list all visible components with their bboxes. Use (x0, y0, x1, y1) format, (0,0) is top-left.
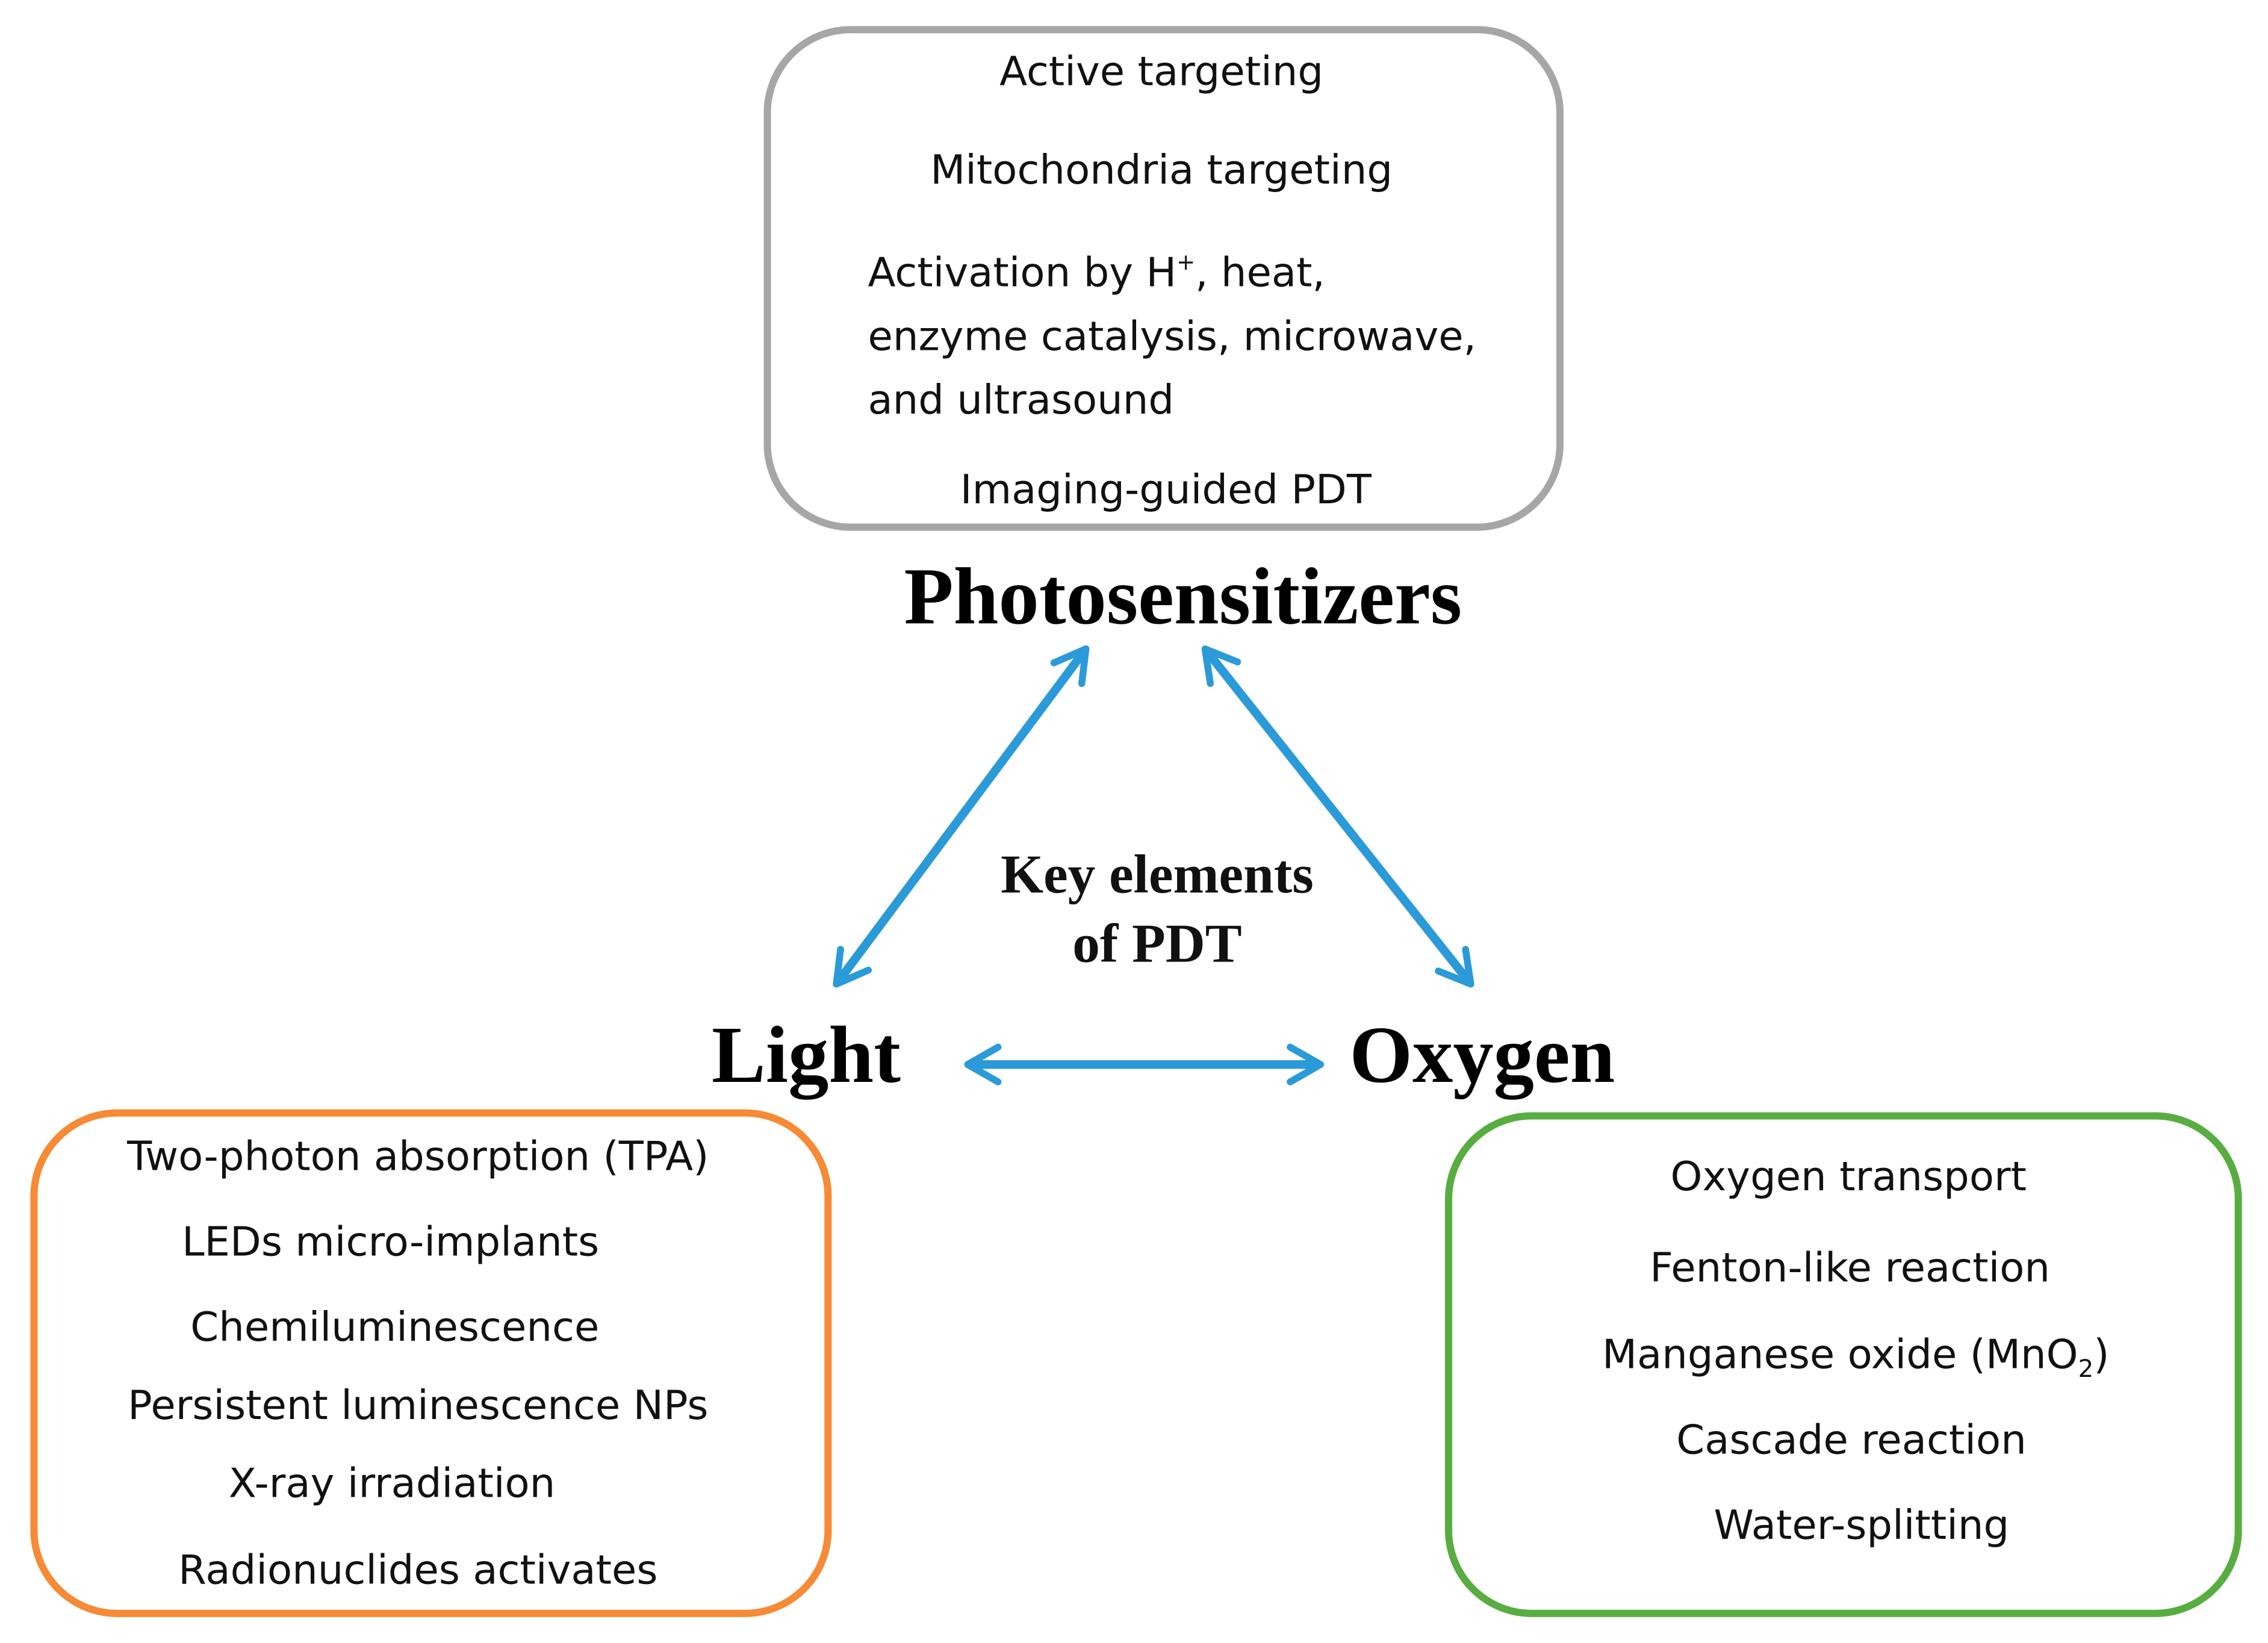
ps-activation-line3: and ultrasound (868, 376, 1175, 424)
light-item-xray: X-ray irradiation (228, 1459, 556, 1508)
oxygen-mno2-sub: 2 (2078, 1353, 2094, 1383)
oxygen-item-water-splitting: Water-splitting (1713, 1501, 2010, 1549)
oxygen-item-cascade: Cascade reaction (1676, 1415, 2027, 1464)
arrow-photosensitizers-oxygen (1201, 645, 1474, 988)
ps-activation-prefix: Activation by H (868, 249, 1177, 297)
ps-activation-line1-rest: , heat, (1195, 249, 1325, 297)
oxygen-mno2-text: Manganese oxide (MnO (1602, 1331, 2078, 1379)
light-item-tpa: Two-photon absorption (TPA) (127, 1132, 709, 1181)
ps-activation-sup: + (1176, 249, 1196, 276)
center-label-line1: Key elements (1001, 845, 1314, 905)
photosensitizers-box (763, 26, 1564, 531)
oxygen-box (1444, 1112, 2242, 1617)
oxygen-title: Oxygen (1349, 1011, 1615, 1101)
photosensitizers-title: Photosensitizers (904, 552, 1462, 642)
light-item-chemiluminescence: Chemiluminescence (190, 1303, 600, 1351)
light-item-persistent-luminescence: Persistent luminescence NPs (128, 1381, 709, 1429)
light-item-leds: LEDs micro-implants (182, 1217, 600, 1266)
ps-item-activation: Activation by H+, heat, enzyme catalysis… (868, 241, 1476, 432)
light-box (30, 1109, 832, 1617)
center-label-line2: of PDT (1072, 914, 1242, 975)
ps-item-mitochondria-targeting: Mitochondria targeting (930, 146, 1393, 194)
light-title: Light (711, 1011, 901, 1101)
ps-item-active-targeting: Active targeting (999, 48, 1324, 96)
light-item-radionuclides: Radionuclides activates (178, 1546, 658, 1594)
ps-activation-line2: enzyme catalysis, microwave, (868, 312, 1477, 361)
center-label: Key elements of PDT (1001, 840, 1314, 980)
oxygen-item-fenton: Fenton-like reaction (1650, 1244, 2051, 1292)
oxygen-item-mno2: Manganese oxide (MnO2) (1602, 1334, 2110, 1380)
arrow-photosensitizers-light (833, 645, 1090, 988)
ps-item-imaging-guided: Imaging-guided PDT (960, 465, 1372, 514)
oxygen-item-transport: Oxygen transport (1670, 1152, 2027, 1200)
oxygen-mno2-close: ) (2093, 1331, 2110, 1379)
